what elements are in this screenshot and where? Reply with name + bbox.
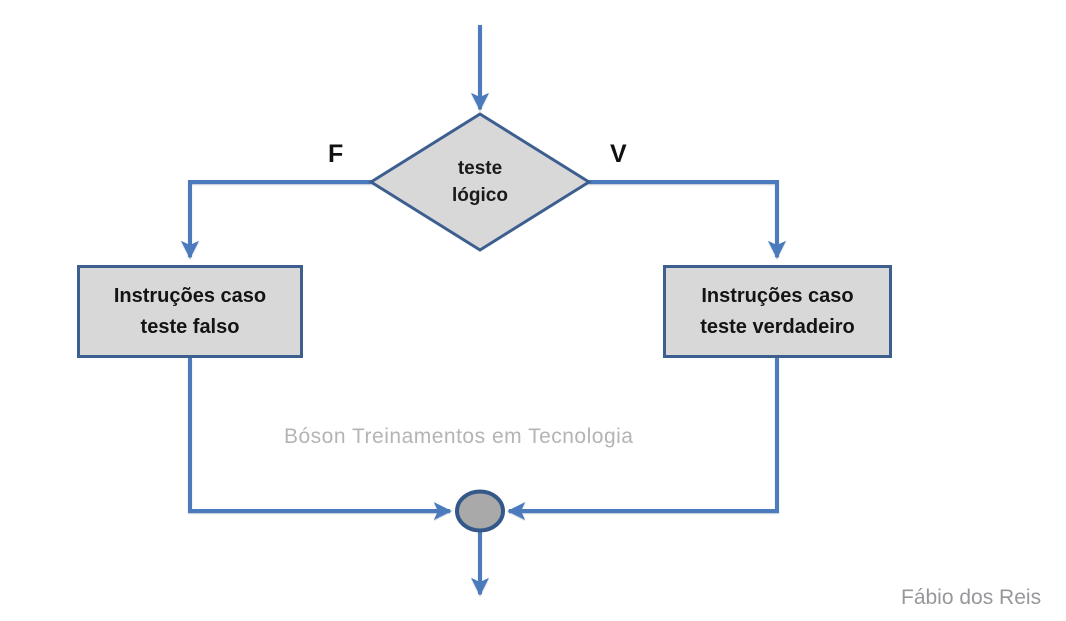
instructions-false-box: Instruções caso teste falso xyxy=(77,265,303,358)
decision-diamond-shape xyxy=(368,112,592,252)
author-credit: Fábio dos Reis xyxy=(901,586,1042,609)
false-branch-label: F xyxy=(328,140,344,168)
decision-label-line1: teste xyxy=(457,158,503,179)
decision-label-line2: lógico xyxy=(452,185,508,206)
instructions-true-box: Instruções caso teste verdadeiro xyxy=(663,265,892,358)
merge-connector-node xyxy=(455,489,505,533)
instructions-false-line2: teste falso xyxy=(140,315,240,338)
instructions-false-line1: Instruções caso xyxy=(113,284,267,307)
true-branch-label: V xyxy=(610,140,627,168)
false-merge-connector xyxy=(188,358,452,520)
watermark: Bóson Treinamentos em Tecnologia xyxy=(284,425,634,448)
true-branch-connector xyxy=(588,180,786,259)
decision-label: teste lógico xyxy=(410,155,550,209)
instructions-true-line2: teste verdadeiro xyxy=(700,315,855,338)
instructions-true-line1: Instruções caso xyxy=(701,284,854,307)
true-merge-connector xyxy=(507,358,779,520)
false-branch-connector xyxy=(181,180,372,259)
